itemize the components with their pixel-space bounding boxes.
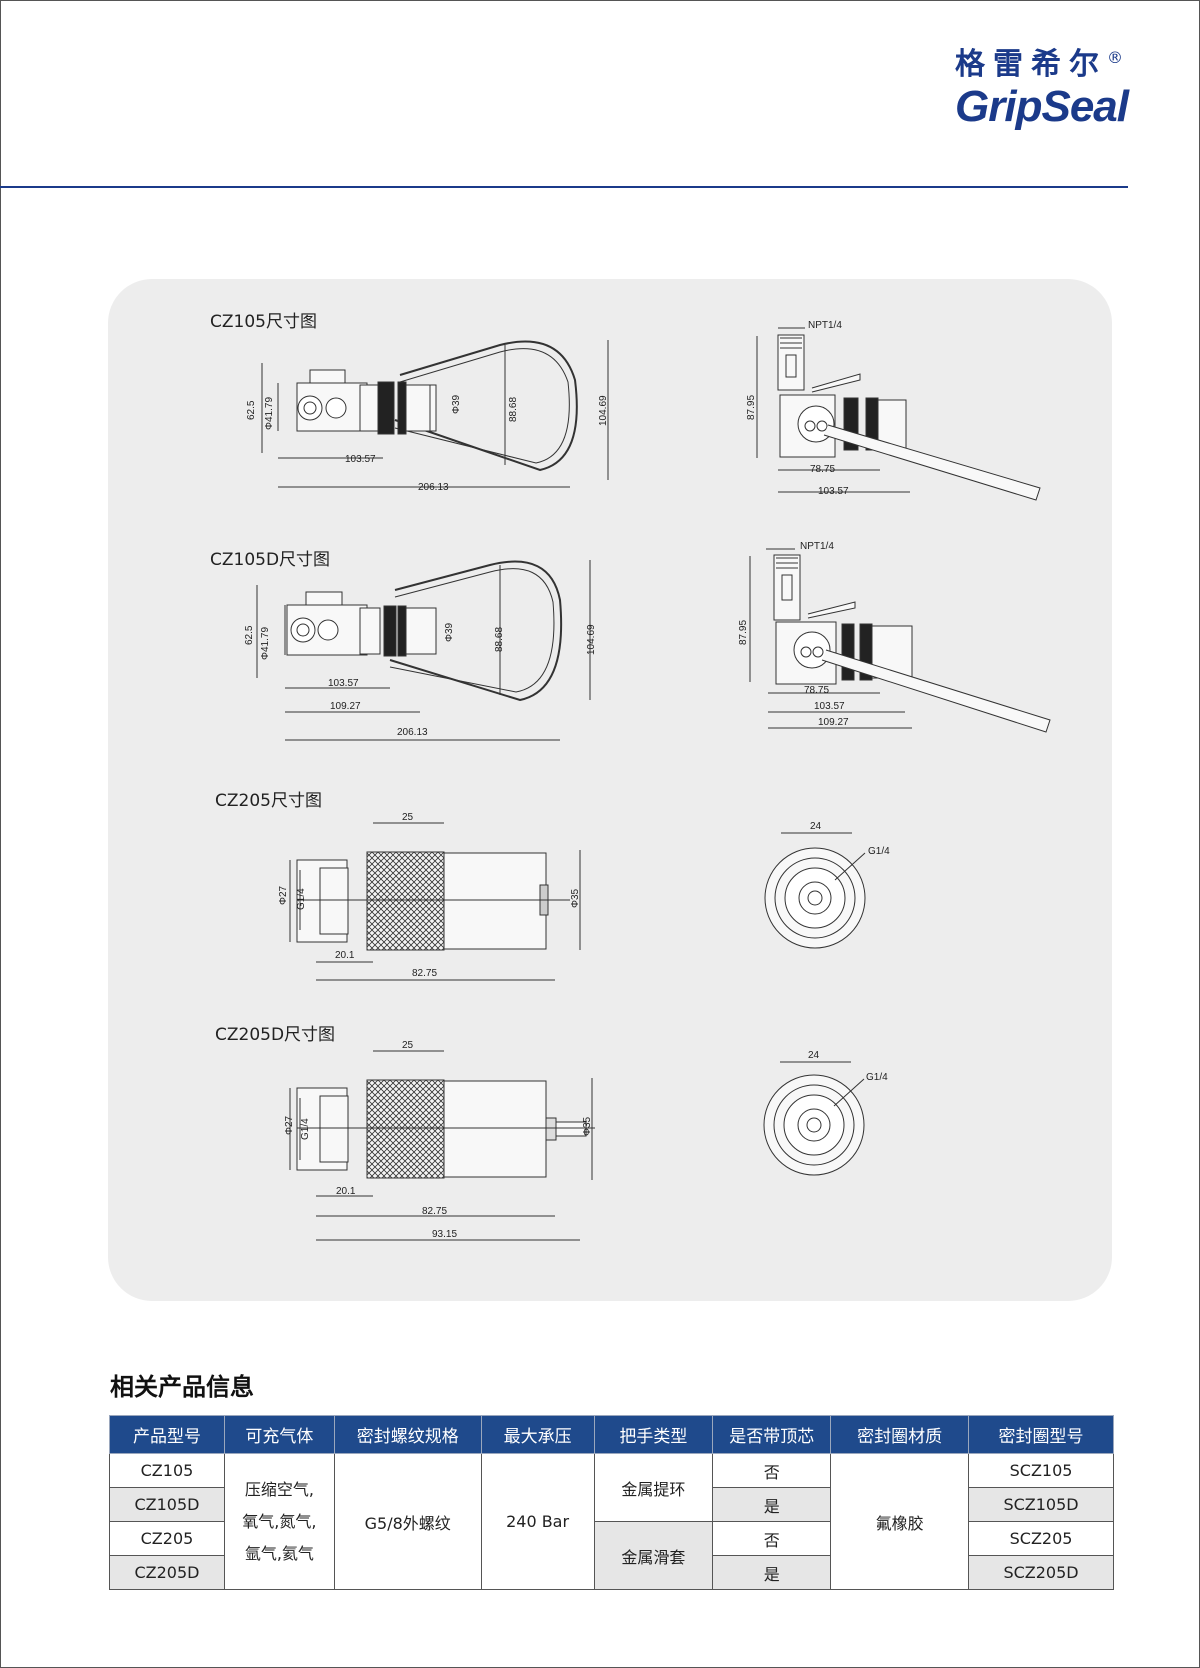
brand-name-en: GripSeal <box>955 82 1129 131</box>
dim-82-75-d: 82.75 <box>422 1206 447 1217</box>
gas-line: 氩气,氦气 <box>244 1543 314 1563</box>
dim-phi35-d: Φ35 <box>582 1116 593 1136</box>
dim-62-5: 62.5 <box>246 400 257 420</box>
model-cell: CZ105 <box>109 1453 225 1488</box>
core-cell: 是 <box>712 1555 832 1590</box>
table-row: CZ105D 是 SCZ105D <box>109 1487 1114 1522</box>
seal-cell: SCZ205D <box>968 1555 1114 1590</box>
thread-cell: G5/8外螺纹 <box>333 1453 482 1590</box>
header-seal-model: 密封圈型号 <box>968 1415 1114 1454</box>
dim-g14-d: G1/4 <box>300 1118 311 1140</box>
dim-g14-right-d: G1/4 <box>866 1072 888 1083</box>
dim-phi39: Φ39 <box>451 394 462 414</box>
section-title-cz105d: CZ105D尺寸图 <box>210 550 331 570</box>
dim-87-95: 87.95 <box>746 395 757 420</box>
dim-g14-right: G1/4 <box>868 846 890 857</box>
drawing-panel <box>108 279 1112 1301</box>
header-handle: 把手类型 <box>593 1415 714 1454</box>
core-cell: 否 <box>712 1453 832 1488</box>
dim-npt14-d: NPT1/4 <box>800 541 834 552</box>
seal-cell: SCZ105D <box>968 1487 1114 1522</box>
handle-cell: 金属提环 <box>593 1453 714 1522</box>
dim-20-1-d: 20.1 <box>336 1186 356 1197</box>
dim-20-1: 20.1 <box>335 950 355 961</box>
dim-25-d: 25 <box>402 1040 414 1051</box>
header-divider <box>0 186 1128 188</box>
dim-g14: G1/4 <box>296 888 307 910</box>
dim-103-57-d: 103.57 <box>328 678 359 689</box>
dim-phi27-d: Φ27 <box>284 1115 295 1135</box>
dim-82-75: 82.75 <box>412 968 437 979</box>
dim-104-69-d: 104.69 <box>586 624 597 655</box>
cz205-front-view <box>764 832 866 949</box>
header-pressure: 最大承压 <box>480 1415 595 1454</box>
dim-88-68: 88.68 <box>508 397 519 422</box>
gas-line: 压缩空气, <box>244 1479 314 1499</box>
technical-drawings: 62.5 Φ41.79 Φ39 88.68 104.69 103.57 206.… <box>244 320 1051 1241</box>
seal-cell: SCZ205 <box>968 1521 1114 1556</box>
dim-phi35: Φ35 <box>570 888 581 908</box>
dim-phi41-79-d: Φ41.79 <box>260 627 271 660</box>
table-row: CZ205D 是 SCZ205D <box>109 1555 1114 1590</box>
table-row: CZ105 压缩空气, 氧气,氮气, 氩气,氦气 G5/8外螺纹 240 Bar… <box>109 1453 1114 1590</box>
model-cell: CZ105D <box>109 1487 225 1522</box>
material-cell: 氟橡胶 <box>830 1453 970 1590</box>
brand-cn-text: 格雷希尔 <box>955 47 1108 82</box>
dim-206-13: 206.13 <box>418 482 449 493</box>
dim-88-68-d: 88.68 <box>494 627 505 652</box>
brand-name-cn: 格雷希尔® <box>955 40 1128 83</box>
dim-103-57-right: 103.57 <box>818 486 849 497</box>
seal-cell: SCZ105 <box>968 1453 1114 1488</box>
cz105-front-view <box>756 327 1041 501</box>
core-cell: 否 <box>712 1521 832 1556</box>
dim-24: 24 <box>810 821 822 832</box>
dim-phi41-79: Φ41.79 <box>264 397 275 430</box>
dim-206-13-d: 206.13 <box>397 727 428 738</box>
dim-109-27-right-d: 109.27 <box>818 717 849 728</box>
section-title-cz205d: CZ205D尺寸图 <box>215 1025 336 1045</box>
cz105-side-view <box>261 340 609 488</box>
dim-npt14: NPT1/4 <box>808 320 842 331</box>
cz205d-side-view <box>289 1050 595 1241</box>
product-info-table: 产品型号 可充气体 密封螺纹规格 最大承压 把手类型 是否带顶芯 密封圈材质 密… <box>109 1415 1114 1590</box>
dim-25: 25 <box>402 812 414 823</box>
header-thread: 密封螺纹规格 <box>333 1415 482 1454</box>
header-core: 是否带顶芯 <box>712 1415 832 1454</box>
cz105d-front-view <box>749 548 1051 733</box>
dim-93-15-d: 93.15 <box>432 1229 457 1240</box>
dim-87-95-d: 87.95 <box>738 620 749 645</box>
dim-phi39-d: Φ39 <box>444 622 455 642</box>
gas-line: 氧气,氮气, <box>242 1511 317 1531</box>
info-section-title: 相关产品信息 <box>110 1373 254 1401</box>
dim-103-57-right-d: 103.57 <box>814 701 845 712</box>
handle-cell: 金属滑套 <box>593 1521 714 1590</box>
gas-cell: 压缩空气, 氧气,氮气, 氩气,氦气 <box>223 1453 335 1590</box>
dim-62-5-d: 62.5 <box>244 625 255 645</box>
model-cell: CZ205 <box>109 1521 225 1556</box>
table-header-row: 产品型号 可充气体 密封螺纹规格 最大承压 把手类型 是否带顶芯 密封圈材质 密… <box>109 1415 1114 1454</box>
table-row: CZ205 金属滑套 否 SCZ205 <box>109 1521 1114 1590</box>
dim-109-27-d: 109.27 <box>330 701 361 712</box>
cz105d-side-view <box>256 560 591 741</box>
dim-78-75: 78.75 <box>810 464 835 475</box>
registered-mark: ® <box>1107 48 1124 67</box>
cz205-side-view <box>289 822 581 981</box>
dim-24-d: 24 <box>808 1050 820 1061</box>
header-gas: 可充气体 <box>223 1415 335 1454</box>
header-material: 密封圈材质 <box>830 1415 970 1454</box>
section-title-cz205: CZ205尺寸图 <box>215 791 322 811</box>
section-title-cz105: CZ105尺寸图 <box>210 312 317 332</box>
core-cell: 是 <box>712 1487 832 1522</box>
model-cell: CZ205D <box>109 1555 225 1590</box>
dim-78-75-d: 78.75 <box>804 685 829 696</box>
pressure-cell: 240 Bar <box>480 1453 595 1590</box>
dim-phi27: Φ27 <box>278 885 289 905</box>
dim-104-69: 104.69 <box>598 395 609 426</box>
brand-logo: 格雷希尔® GripSeal <box>955 40 1129 131</box>
cz205d-front-view <box>763 1061 865 1176</box>
dim-103-57: 103.57 <box>345 454 376 465</box>
header-model: 产品型号 <box>109 1415 225 1454</box>
